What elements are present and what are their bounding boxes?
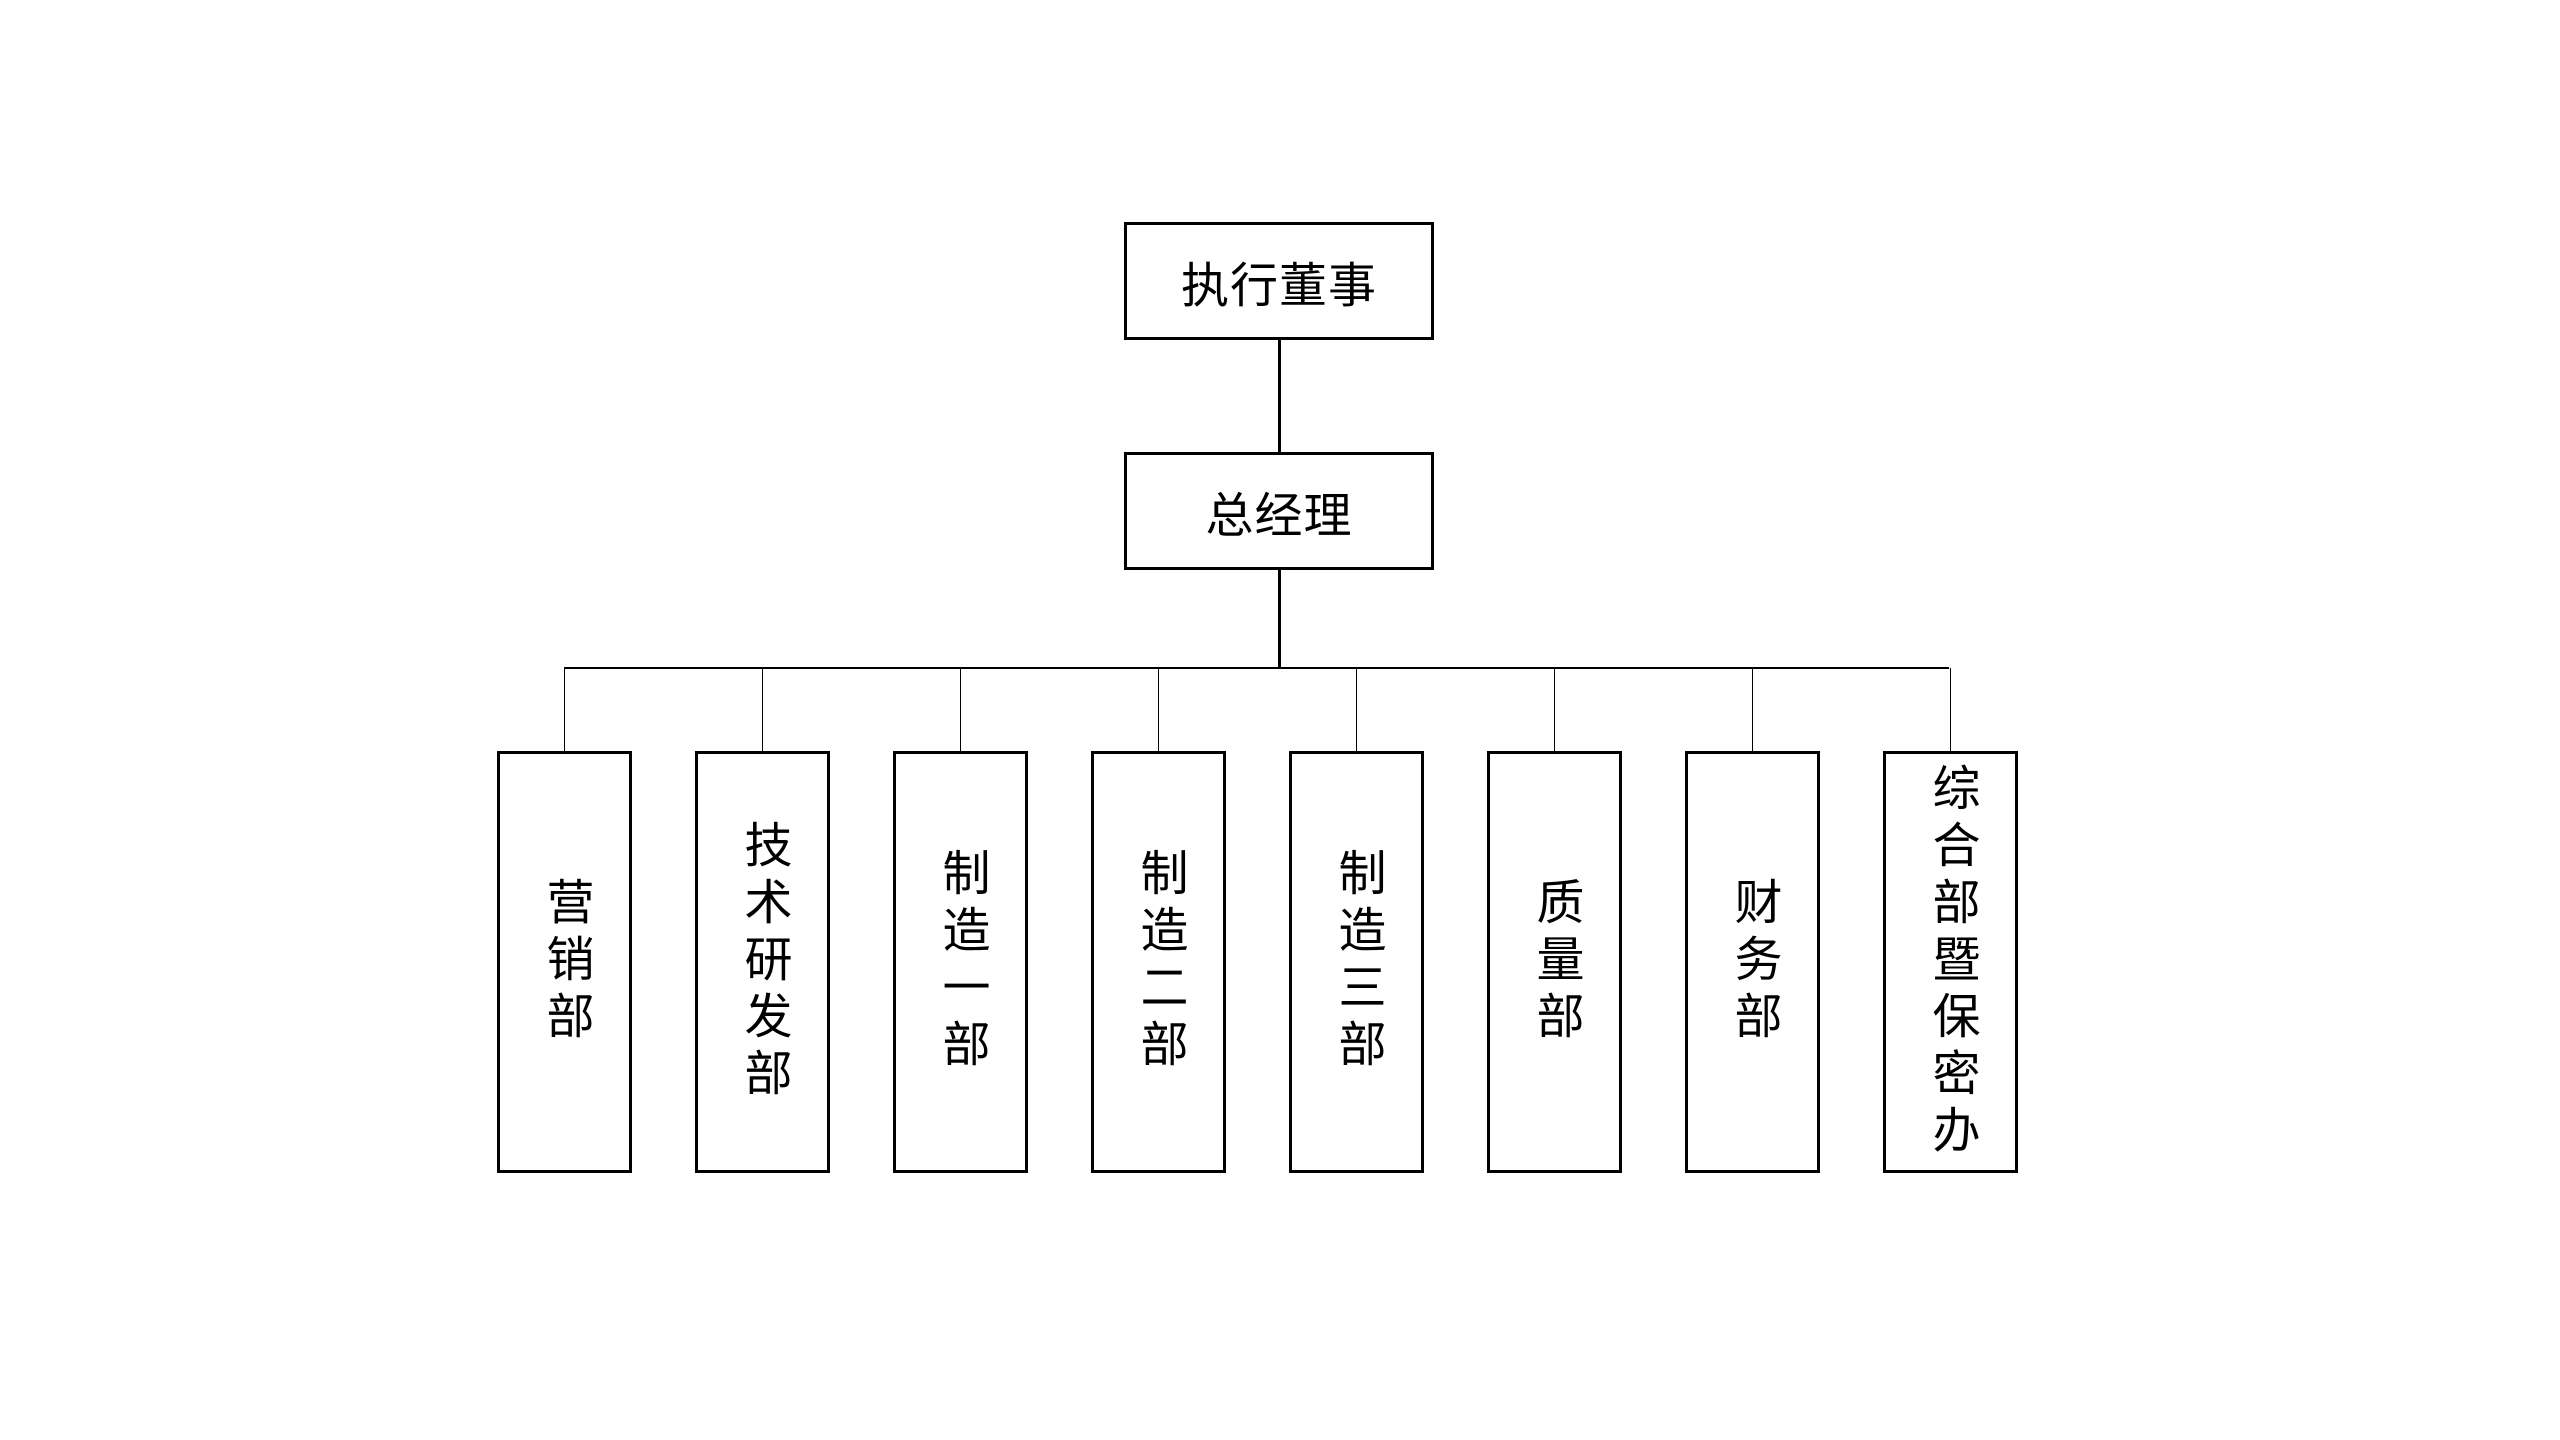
node-tech-rd-dept: 技术研发部 — [695, 751, 830, 1173]
connector-drop — [1157, 668, 1160, 751]
departments-row: 营销部 技术研发部 制造一部 制造二部 制造三部 — [497, 668, 2018, 1173]
branch-manufacturing-1: 制造一部 — [893, 668, 1028, 1173]
node-finance-dept: 财务部 — [1685, 751, 1820, 1173]
connector-exec-to-gm — [1277, 340, 1281, 452]
branch-manufacturing-2: 制造二部 — [1091, 668, 1226, 1173]
general-manager-label: 总经理 — [1205, 490, 1353, 543]
connector-drop — [1949, 668, 1952, 751]
branch-quality: 质量部 — [1487, 668, 1622, 1173]
executive-director-label: 执行董事 — [1180, 260, 1377, 313]
connector-drop — [563, 668, 566, 751]
connector-distribution-line — [564, 667, 1949, 669]
tech-rd-dept-label: 技术研发部 — [736, 819, 790, 1105]
quality-dept-label: 质量部 — [1528, 876, 1582, 1048]
branch-marketing: 营销部 — [497, 668, 632, 1173]
node-quality-dept: 质量部 — [1487, 751, 1622, 1173]
manufacturing-3-dept-label: 制造三部 — [1330, 848, 1384, 1076]
manufacturing-2-dept-label: 制造二部 — [1132, 848, 1186, 1076]
finance-dept-label: 财务部 — [1726, 876, 1780, 1048]
connector-gm-stem — [1277, 570, 1281, 668]
connector-drop — [959, 668, 962, 751]
connector-drop — [761, 668, 764, 751]
node-general-affairs-dept: 综合部暨保密办 — [1883, 751, 2018, 1173]
marketing-dept-label: 营销部 — [538, 876, 592, 1048]
branch-finance: 财务部 — [1685, 668, 1820, 1173]
node-manufacturing-2-dept: 制造二部 — [1091, 751, 1226, 1173]
branch-general-affairs: 综合部暨保密办 — [1883, 668, 2018, 1173]
node-manufacturing-3-dept: 制造三部 — [1289, 751, 1424, 1173]
node-executive-director: 执行董事 — [1124, 222, 1434, 340]
general-affairs-dept-label: 综合部暨保密办 — [1924, 762, 1978, 1162]
connector-drop — [1355, 668, 1358, 751]
branch-tech-rd: 技术研发部 — [695, 668, 830, 1173]
connector-drop — [1751, 668, 1754, 751]
branch-manufacturing-3: 制造三部 — [1289, 668, 1424, 1173]
manufacturing-1-dept-label: 制造一部 — [934, 848, 988, 1076]
node-manufacturing-1-dept: 制造一部 — [893, 751, 1028, 1173]
node-marketing-dept: 营销部 — [497, 751, 632, 1173]
connector-drop — [1553, 668, 1556, 751]
node-general-manager: 总经理 — [1124, 452, 1434, 570]
